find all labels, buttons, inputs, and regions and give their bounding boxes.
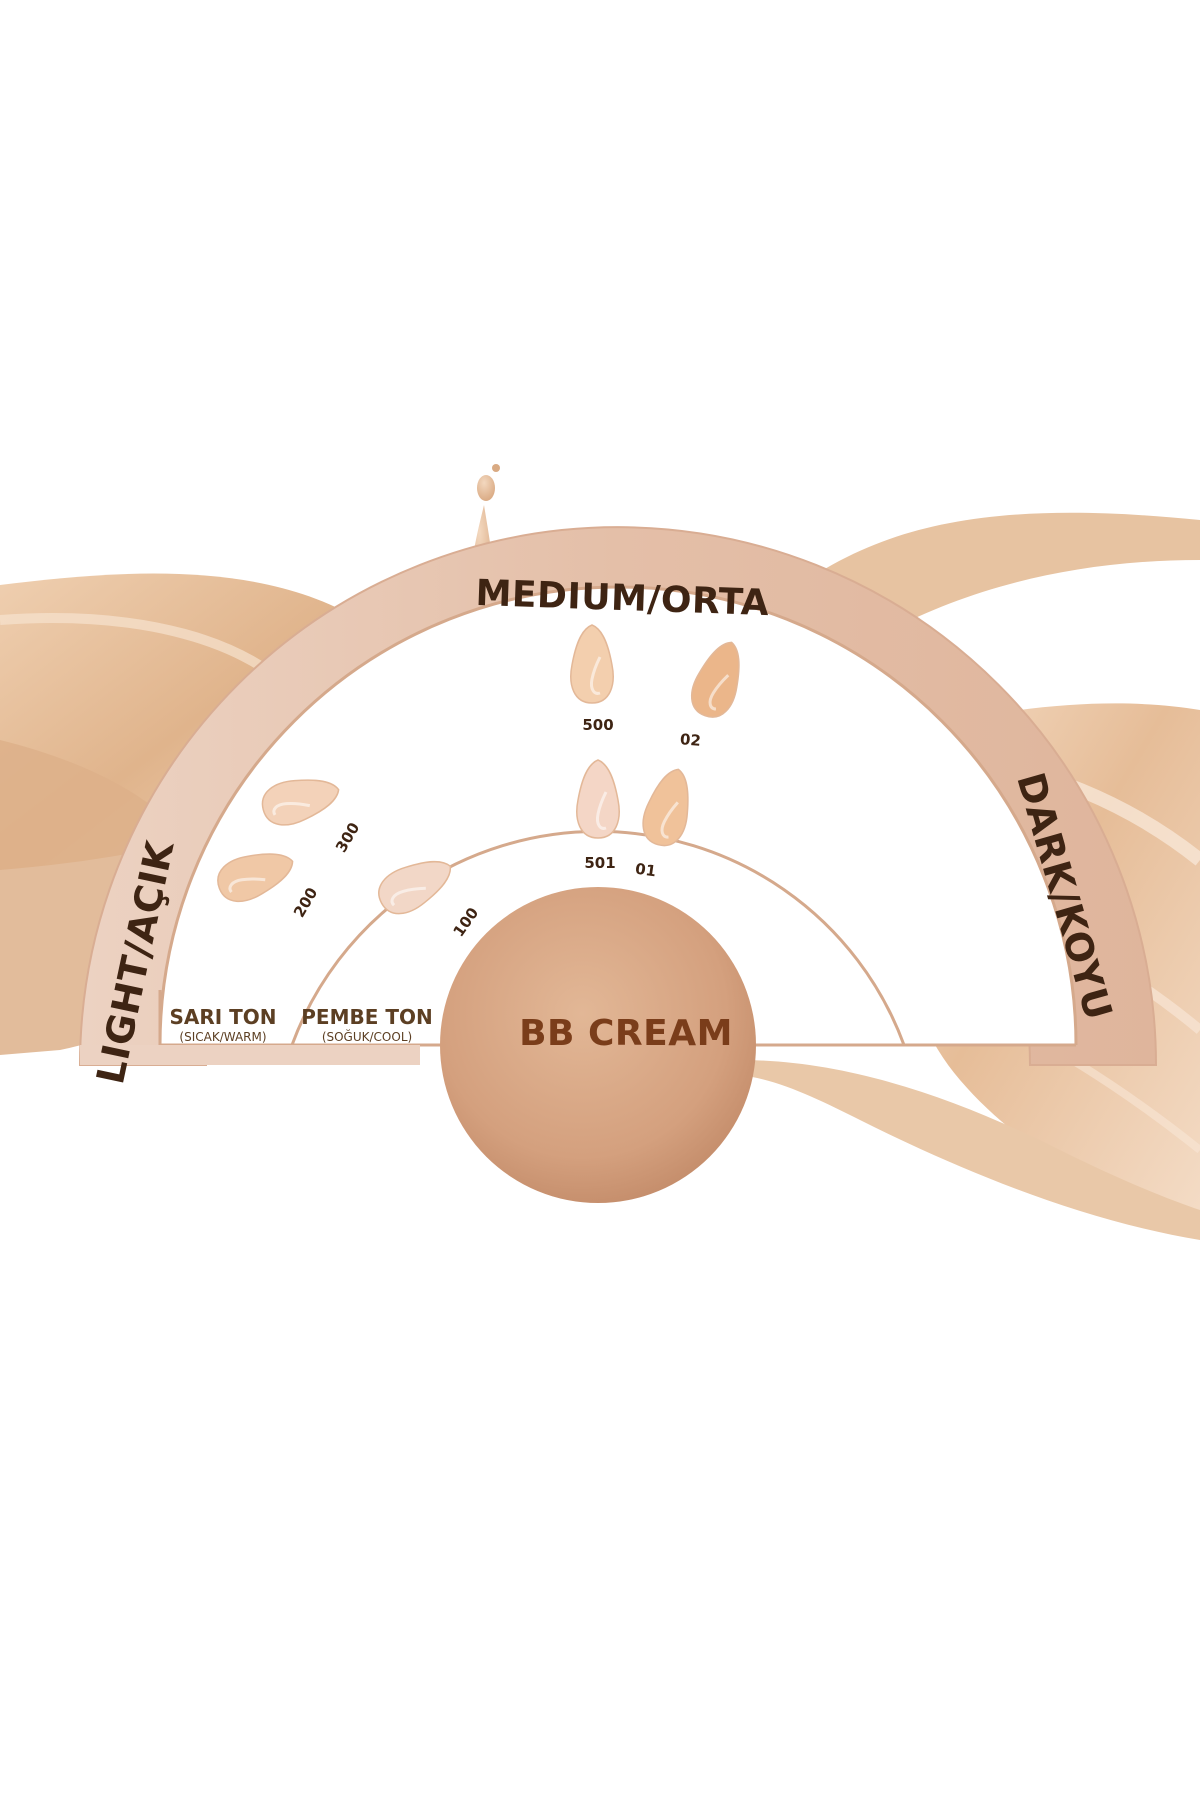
tone-cool-label: PEMBE TON [301,1005,432,1029]
shade-shine [596,791,608,830]
shade-swatch-02: 02 [679,641,740,750]
shade-shine [590,656,602,695]
shade-shine [708,674,730,711]
shade-blob [378,860,452,915]
bb-cream-ball [440,887,756,1203]
tone-cool-sublabel: (SOĞUK/COOL) [322,1029,412,1044]
shade-swatch-01: 01 [634,768,689,881]
shade-shine [272,801,311,816]
shade-shine [228,877,266,894]
shade-swatch-501: 501 [576,759,620,872]
shade-blob [261,779,340,826]
tone-warm-label: SARI TON [169,1005,276,1029]
shade-blob [691,641,740,718]
shade-code-label: 501 [584,854,615,872]
medium-label: MEDIUM/ORTA [475,573,770,624]
shade-blob [642,768,689,847]
shade-shine [390,886,426,907]
shade-swatch-100: 100 [378,860,482,940]
shade-code-label: 02 [679,730,701,750]
shade-blob [576,759,620,839]
shade-swatch-500: 500 [570,624,614,734]
center-label: BB CREAM [519,1013,733,1054]
tone-warm-sublabel: (SICAK/WARM) [179,1030,266,1044]
shade-code-label: 01 [634,860,657,881]
shade-shine [660,801,679,839]
shade-blob [570,624,614,704]
shade-code-label: 500 [582,716,613,734]
